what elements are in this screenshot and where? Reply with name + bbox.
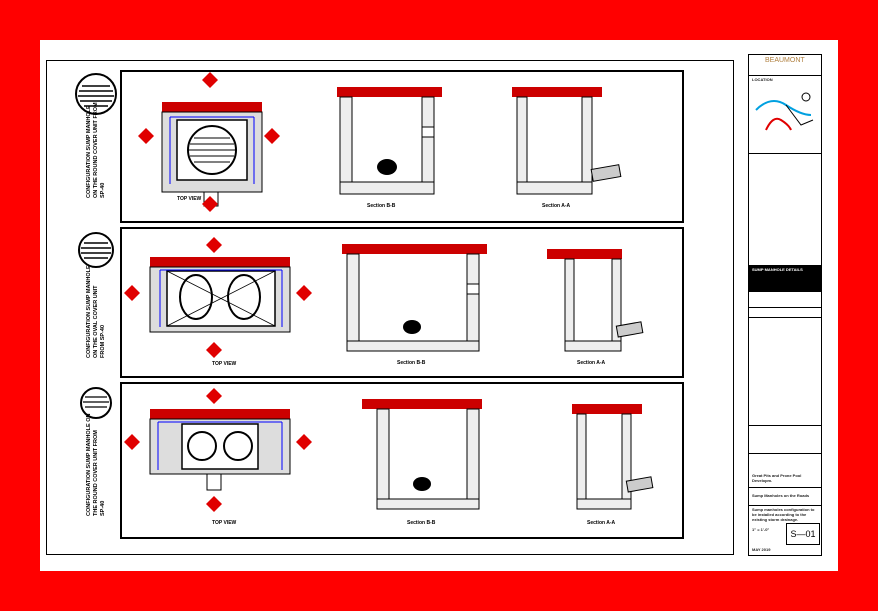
location-label: LOCATION — [752, 77, 773, 82]
panel-2-section-a-label: Section A-A — [577, 360, 606, 366]
panel-3-top-view-label: TOP VIEW — [212, 520, 237, 526]
drawing-title: Sump Manholes on the Roads — [752, 493, 810, 498]
panel-3-section-a-label: Section A-A — [587, 520, 616, 526]
scale-label: 1" = 1'-0" — [752, 527, 770, 532]
drawing-sheet: CONFIGURATION SUMP MANHOLE ON THE ROUND … — [40, 40, 838, 571]
detail-panel-2: TOP VIEW Section B-B Section A-A — [120, 227, 684, 378]
tb-divider — [749, 453, 821, 454]
location-map — [751, 85, 819, 147]
panel-1-top-view-label: TOP VIEW — [177, 196, 202, 202]
tb-divider — [749, 317, 821, 318]
tb-description-bar — [749, 265, 821, 292]
date-label: MAY 2019 — [752, 547, 771, 552]
logo: BEAUMONT — [765, 57, 805, 64]
detail-panel-3-drawing: TOP VIEW Section B-B Section A-A — [124, 388, 654, 526]
description-text: SUMP MANHOLE DETAILS — [752, 267, 803, 272]
drawing-frame — [46, 60, 734, 555]
panel-2-top-view-label: TOP VIEW — [212, 361, 237, 367]
tb-divider — [749, 75, 821, 76]
detail-panel-3: TOP VIEW Section B-B Section A-A — [120, 382, 684, 539]
detail-panel-2-drawing: TOP VIEW Section B-B Section A-A — [124, 237, 644, 367]
detail-panel-1: TOP VIEW Section B-B Section A-A — [120, 70, 684, 223]
detail-panel-1-drawing: TOP VIEW Section B-B Section A-A — [138, 72, 622, 212]
remarks: Sump manholes configuration to be instal… — [752, 507, 815, 522]
sheet-number: S—01 — [786, 523, 820, 545]
panel-1-section-b-label: Section B-B — [367, 203, 396, 209]
tb-divider — [749, 425, 821, 426]
tb-divider — [749, 153, 821, 154]
panel-2-section-b-label: Section B-B — [397, 360, 426, 366]
panel-1-section-a-label: Section A-A — [542, 203, 571, 209]
title-block: BEAUMONT LOCATION SUMP MANHOLE DETAILS G… — [748, 54, 822, 556]
cover-icon-3 — [80, 387, 112, 419]
tb-divider — [749, 487, 821, 488]
project-name: Great Pits and Prone Pool Developm. — [752, 473, 802, 483]
cover-icons-1 — [75, 73, 117, 115]
tb-divider — [749, 307, 821, 308]
cover-icon-2 — [78, 232, 114, 268]
panel-3-section-b-label: Section B-B — [407, 520, 436, 526]
tb-divider — [749, 505, 821, 506]
